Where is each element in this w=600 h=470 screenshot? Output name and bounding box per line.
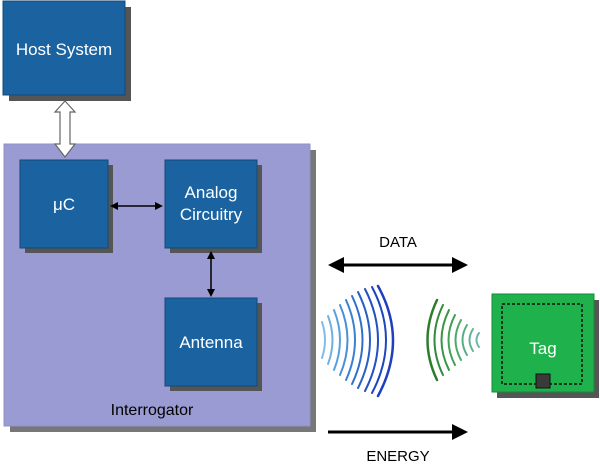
- host-system-label: Host System: [16, 40, 112, 59]
- analog-antenna-arrow: [207, 251, 215, 297]
- interrogator-label: Interrogator: [111, 402, 194, 419]
- return-wave-arcs: [426, 298, 480, 382]
- energy-label: ENERGY: [366, 448, 429, 465]
- analog-label-line1: Analog: [185, 183, 238, 202]
- host-system-box: Host System: [2, 0, 131, 101]
- antenna-label: Antenna: [179, 333, 243, 352]
- analog-circuitry-box: Analog Circuitry: [164, 159, 262, 253]
- tag-chip: [535, 373, 551, 389]
- energy-arrow: [328, 424, 468, 440]
- tag-card: Tag: [491, 293, 599, 398]
- tag-label: Tag: [529, 339, 556, 358]
- data-double-arrow: [328, 257, 468, 273]
- microcontroller-label: μC: [53, 195, 75, 214]
- outgoing-wave-arcs: [321, 284, 395, 398]
- analog-label-line2: Circuitry: [180, 205, 243, 224]
- data-label: DATA: [379, 234, 417, 251]
- antenna-box: Antenna: [164, 297, 262, 391]
- mc-analog-arrow: [110, 202, 163, 210]
- host-mc-link-arrow: [53, 100, 77, 158]
- microcontroller-box: μC: [19, 159, 113, 253]
